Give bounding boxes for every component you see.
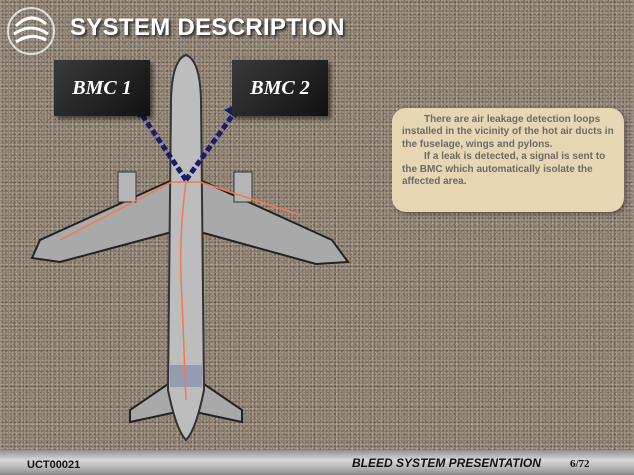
page-number: 6/72: [570, 458, 590, 470]
right-wing: [199, 178, 350, 266]
presentation-title: BLEED SYSTEM PRESENTATION: [352, 456, 541, 470]
aircraft-diagram: [30, 53, 350, 442]
description-note: There are air leakage detection loops in…: [392, 108, 624, 212]
signal-arrows: [137, 110, 238, 182]
fuselage: [166, 53, 206, 442]
page-title: SYSTEM DESCRIPTION: [70, 14, 345, 41]
footer-bar: UCT00021 BLEED SYSTEM PRESENTATION 6/72: [0, 450, 634, 475]
bmc-2-box: BMC 2: [232, 60, 328, 116]
company-logo-icon: [7, 7, 55, 55]
course-code: UCT00021: [27, 459, 81, 471]
left-engine: [117, 171, 137, 203]
leak-detection-loop: [59, 181, 301, 401]
note-paragraph-2: If a leak is detected, a signal is sent …: [402, 151, 606, 188]
bmc-1-box: BMC 1: [54, 60, 150, 116]
note-paragraph-1: There are air leakage detection loops in…: [402, 114, 614, 150]
